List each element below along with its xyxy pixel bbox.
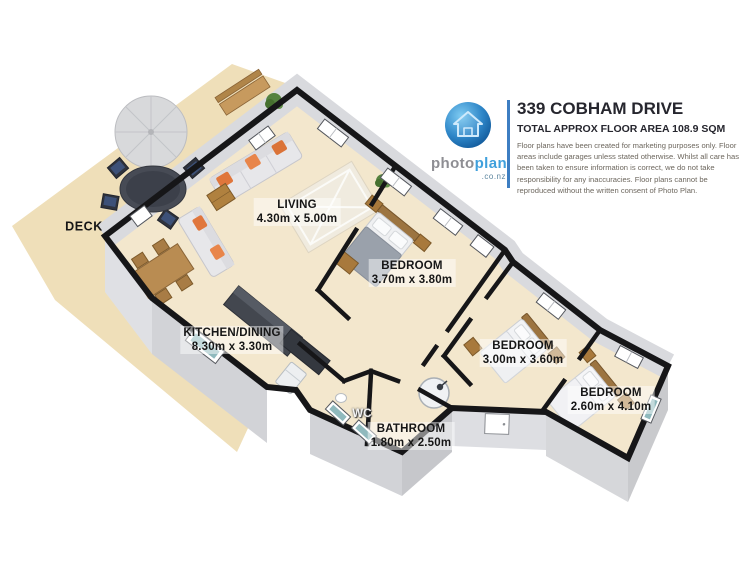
- floor-area-subtitle: TOTAL APPROX FLOOR AREA 108.9 SQM: [517, 122, 726, 135]
- room-name: WC: [352, 407, 372, 420]
- room-dims: 3.70m x 3.80m: [371, 274, 453, 286]
- window: [535, 291, 567, 321]
- logo-sphere: [445, 102, 491, 148]
- room-label-bedroom-1: BEDROOM 3.70m x 3.80m: [368, 258, 456, 288]
- room-label-wc: WC: [349, 407, 375, 421]
- interior-walls: [296, 166, 604, 447]
- room-name: BATHROOM: [376, 422, 446, 435]
- window: [350, 419, 378, 445]
- room-dims: 2.60m x 4.10m: [570, 401, 652, 413]
- window: [379, 167, 413, 197]
- brand-wordmark: photoplan .co.nz: [430, 156, 508, 181]
- disclaimer-text: Floor plans have been created for market…: [517, 140, 740, 196]
- room-label-bedroom-3: BEDROOM 2.60m x 4.10m: [567, 385, 655, 415]
- room-dims: 4.30m x 5.00m: [256, 213, 338, 225]
- room-dims: 1.80m x 2.50m: [370, 437, 452, 449]
- window: [316, 118, 350, 148]
- room-label-kitchen-dining: KITCHEN/DINING 8.30m x 3.30m: [180, 325, 284, 355]
- photoplan-logo: [445, 102, 491, 148]
- brand-photo: photo: [430, 155, 475, 172]
- sofa: [178, 206, 235, 277]
- room-name: BEDROOM: [492, 339, 554, 352]
- room-name: KITCHEN/DINING: [183, 326, 281, 339]
- door: [129, 204, 153, 228]
- garden-bench: [214, 68, 271, 116]
- room-name: LIVING: [277, 198, 317, 211]
- dining-table: [130, 237, 195, 306]
- header-text-block: 339 COBHAM DRIVE TOTAL APPROX FLOOR AREA…: [517, 99, 743, 197]
- room-label-living: LIVING 4.30m x 5.00m: [253, 197, 341, 227]
- patio-table: [119, 165, 187, 213]
- sofa: [208, 131, 303, 204]
- room-dims: 3.00m x 3.60m: [482, 354, 564, 366]
- room-label-bedroom-2: BEDROOM 3.00m x 3.60m: [479, 338, 567, 368]
- window: [432, 208, 464, 236]
- window: [184, 327, 226, 365]
- door: [469, 234, 495, 258]
- header-separator: [507, 100, 510, 188]
- rug: [278, 160, 382, 254]
- windows-and-doors: [129, 118, 662, 445]
- patio-chair: [100, 193, 120, 211]
- patio-chair: [156, 207, 180, 231]
- room-name: DECK: [65, 219, 103, 234]
- window: [324, 400, 352, 426]
- toilet: [335, 393, 347, 403]
- brand-domain: .co.nz: [481, 172, 506, 181]
- door: [484, 413, 510, 435]
- property-title: 339 COBHAM DRIVE: [517, 99, 684, 118]
- room-dims: 8.30m x 3.30m: [191, 341, 273, 353]
- window: [640, 394, 662, 424]
- room-name: BEDROOM: [580, 386, 642, 399]
- room-name: BEDROOM: [381, 259, 443, 272]
- room-label-bathroom: BATHROOM 1.80m x 2.50m: [367, 421, 455, 451]
- bed: [547, 344, 635, 432]
- room-label-deck: DECK: [62, 219, 106, 234]
- door: [248, 125, 276, 151]
- patio-chair: [106, 156, 130, 180]
- bed: [463, 313, 566, 384]
- side-table: [206, 182, 236, 212]
- exterior-walls: [100, 86, 672, 463]
- window: [614, 344, 644, 370]
- brand-plan: plan: [474, 155, 508, 172]
- bed: [340, 194, 432, 287]
- kitchen-counter: [279, 328, 331, 376]
- house-icon: [453, 111, 483, 137]
